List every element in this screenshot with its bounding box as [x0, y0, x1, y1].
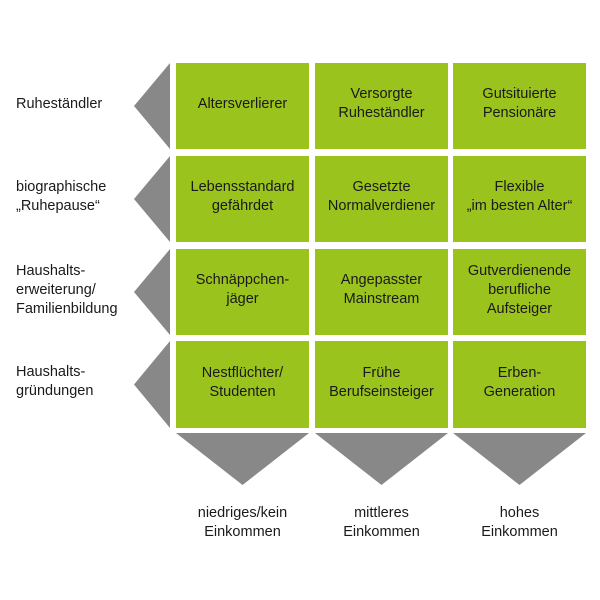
row-arrow-shape — [134, 341, 170, 428]
column-arrow-down-icon — [315, 433, 448, 485]
row-arrow-left-icon — [134, 249, 170, 335]
column-arrow-down-icon — [453, 433, 586, 485]
row-label-biographic-pause: biographische „Ruhepause“ — [16, 179, 107, 214]
segment-cell: Flexible „im besten Alter“ — [453, 156, 586, 242]
column-label-high-income: hohes Einkommen — [481, 505, 558, 540]
segment-cell: Erben- Generation — [453, 341, 586, 428]
row-label-retirees: Ruheständler — [16, 95, 103, 112]
segment-cell: Schnäppchen- jäger — [176, 249, 309, 335]
segment-cell: Gutverdienende berufliche Aufsteiger — [453, 249, 586, 335]
column-arrow-shape — [453, 433, 586, 485]
row-arrow-left-icon — [134, 63, 170, 149]
segment-cell: Gutsituierte Pensionäre — [453, 63, 586, 149]
segment-cell: Versorgte Ruheständler — [315, 63, 448, 149]
row-arrow-shape — [134, 156, 170, 242]
column-arrow-shape — [315, 433, 448, 485]
segment-cell: Angepasster Mainstream — [315, 249, 448, 335]
row-arrow-left-icon — [134, 341, 170, 428]
row-arrow-shape — [134, 249, 170, 335]
segment-cell: Gesetzte Normalverdiener — [315, 156, 448, 242]
segment-cell: Lebensstandard gefährdet — [176, 156, 309, 242]
column-arrow-shape — [176, 433, 309, 485]
row-label-household-expansion: Haushalts- erweiterung/ Familienbildung — [16, 262, 118, 317]
row-arrow-left-icon — [134, 156, 170, 242]
column-label-low-income: niedriges/kein Einkommen — [197, 505, 288, 540]
row-label-household-founding: Haushalts- gründungen — [16, 364, 94, 399]
segment-cell: Altersverlierer — [176, 63, 309, 149]
segment-cell: Nestflüchter/ Studenten — [176, 341, 309, 428]
segment-cell: Frühe Berufseinsteiger — [315, 341, 448, 428]
column-arrow-down-icon — [176, 433, 309, 485]
row-arrow-shape — [134, 63, 170, 149]
column-label-medium-income: mittleres Einkommen — [343, 505, 420, 540]
